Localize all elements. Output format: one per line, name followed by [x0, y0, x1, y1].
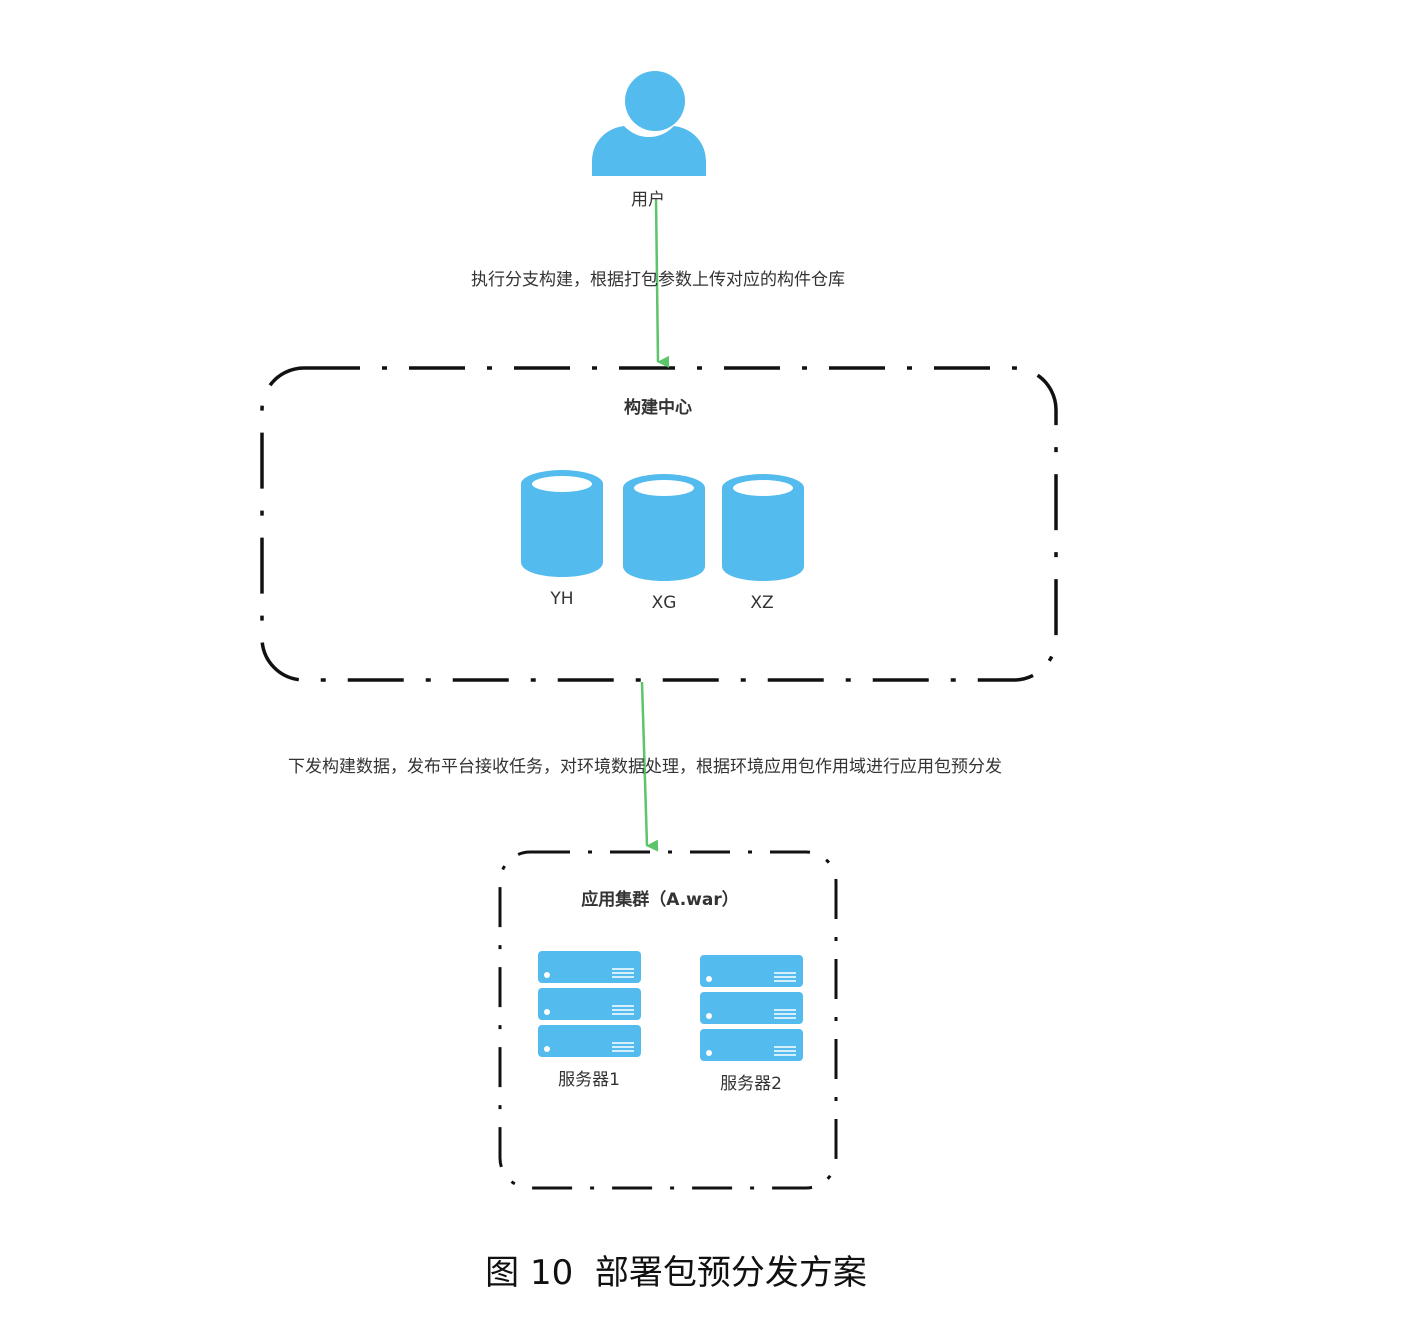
- app-cluster-container: [498, 850, 838, 1190]
- server-label-2: 服务器2: [720, 1074, 782, 1094]
- database-icon: [521, 470, 603, 577]
- figure-caption: 图 10 部署包预分发方案: [485, 1253, 867, 1293]
- edge-build-center-to-app-cluster: [640, 681, 659, 852]
- database-icon: [722, 474, 804, 581]
- database-icon: [623, 474, 705, 581]
- app-cluster-title: 应用集群（A.war）: [581, 889, 739, 910]
- edge-label-build: 执行分支构建，根据打包参数上传对应的构件仓库: [471, 270, 845, 290]
- repo-label-xg: XG: [652, 593, 677, 613]
- build-center-container: [260, 366, 1058, 682]
- server-icon: [700, 955, 803, 1061]
- edge-label-distribute: 下发构建数据，发布平台接收任务，对环境数据处理，根据环境应用包作用域进行应用包预…: [288, 757, 1002, 777]
- repo-label-yh: YH: [549, 589, 573, 609]
- build-center-title: 构建中心: [624, 397, 692, 418]
- repo-label-xz: XZ: [750, 593, 773, 613]
- server-label-1: 服务器1: [558, 1070, 620, 1090]
- user-icon: [592, 71, 706, 176]
- server-icon: [538, 951, 641, 1057]
- user-label: 用户: [631, 190, 665, 210]
- edge-user-to-build-center: [654, 197, 670, 368]
